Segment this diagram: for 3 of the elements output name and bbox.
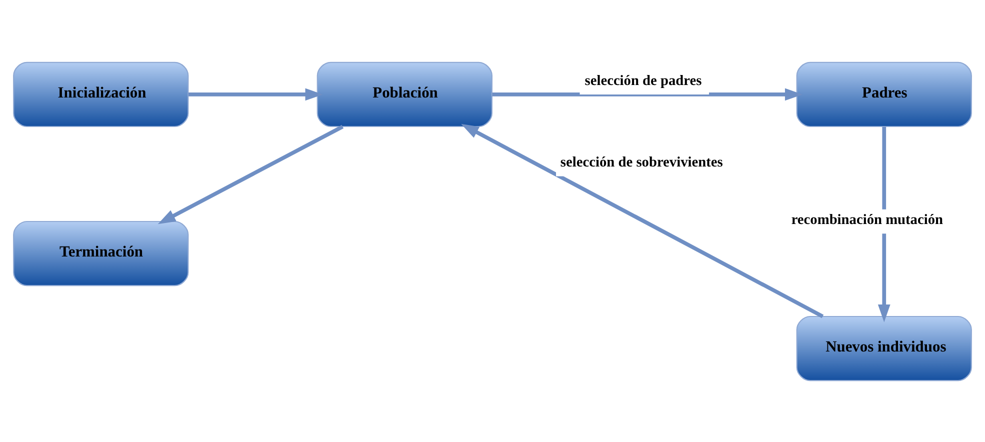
edge-label: recombinación mutación	[791, 212, 944, 228]
edge-label: selección de padres	[584, 72, 702, 88]
edge-label: selección de sobrevivientes	[560, 154, 723, 170]
